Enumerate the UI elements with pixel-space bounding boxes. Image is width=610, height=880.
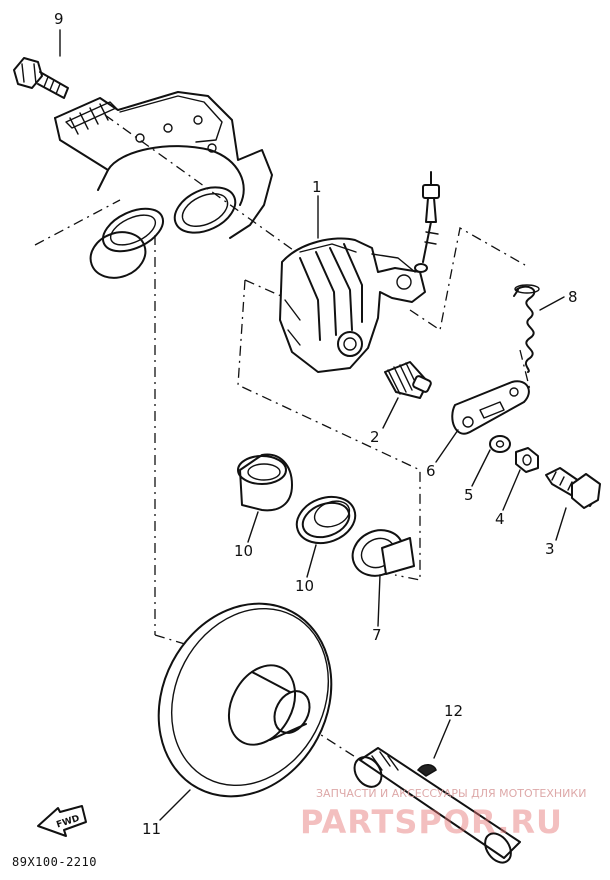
part-11-brake-disc	[157, 602, 333, 798]
callout-11: 11	[142, 820, 161, 838]
part-5-washer	[489, 435, 511, 453]
fwd-arrow-badge: FWD	[37, 805, 87, 837]
part-7-brake-camshaft	[351, 529, 415, 577]
callout-1: 1	[312, 178, 322, 196]
callout-7: 7	[372, 626, 382, 644]
callout-12: 12	[444, 702, 463, 720]
watermark: ЗАПЧАСТИ И АКСЕССУАРЫ ДЛЯ МОТОТЕХНИКИ PA…	[300, 787, 586, 841]
watermark-tagline: ЗАПЧАСТИ И АКСЕССУАРЫ ДЛЯ МОТОТЕХНИКИ	[316, 787, 586, 800]
part-2-adjusting-screw	[384, 361, 432, 399]
part-11-shaft	[353, 747, 521, 864]
part-6-brake-arm	[451, 380, 530, 435]
callout-10-upper: 10	[234, 542, 253, 560]
part-1-caliper-body	[279, 237, 426, 373]
part-12-woodruff-key	[416, 764, 437, 777]
callout-9: 8	[568, 288, 578, 306]
brake-cable-rod	[414, 171, 440, 273]
part-10-seal-lower	[295, 495, 357, 545]
part-9-return-spring	[513, 284, 540, 373]
part-4-nut	[515, 447, 539, 473]
part-3-bolt	[545, 467, 601, 509]
catalog-code: 89X100-2210	[12, 855, 97, 869]
callout-4: 4	[495, 510, 505, 528]
part-10-seal-upper	[237, 453, 293, 512]
callout-labels: 9 1 2 3 4 5 6 7 8 10 10 11 12	[54, 10, 578, 838]
crankcase-housing	[54, 91, 273, 279]
leader-lines	[59, 29, 567, 821]
callout-10-lower: 10	[295, 577, 314, 595]
callout-8: 9	[54, 10, 64, 28]
callout-2: 2	[370, 428, 380, 446]
part-8-flange-bolt	[13, 57, 69, 99]
assembly-guide-lines	[34, 114, 531, 761]
callout-6: 6	[426, 462, 436, 480]
callout-3: 3	[545, 540, 555, 558]
watermark-brand: PARTSPOR.RU	[300, 803, 563, 841]
callout-5: 5	[464, 486, 474, 504]
